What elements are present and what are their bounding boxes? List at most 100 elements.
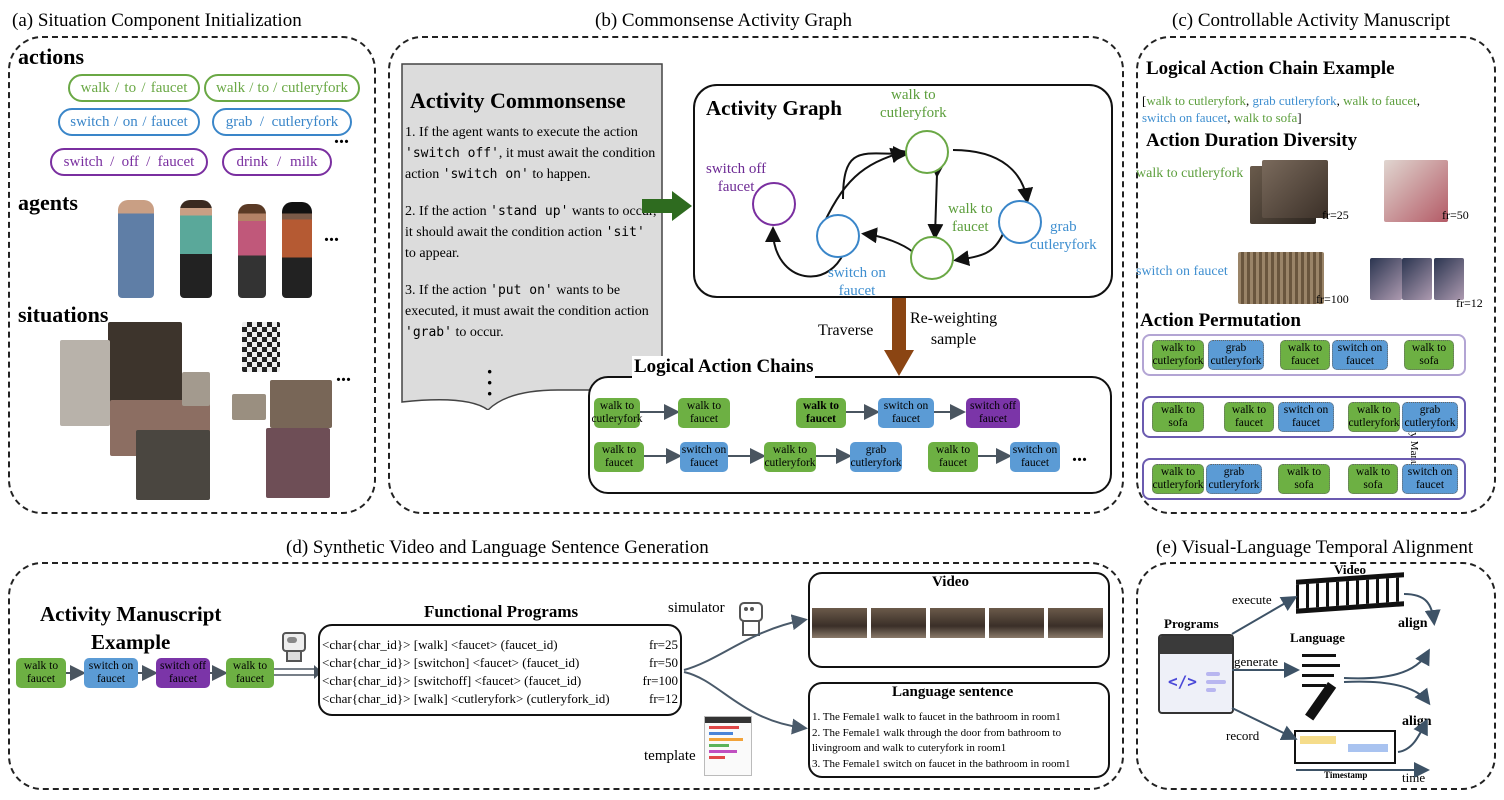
sentence-3: 3. The Female1 switch on faucet in the b… (812, 757, 1071, 770)
functional-programs-box (318, 624, 682, 716)
perm-r2-b1: walk to sofa (1152, 402, 1204, 432)
timeline-icon (1294, 730, 1396, 764)
panel-c-title: (c) Controllable Activity Manuscript (1172, 10, 1451, 31)
panel-d (8, 562, 1124, 790)
perm-r2-b2: walk to faucet (1224, 402, 1274, 432)
fr-label-4: fr=12 (1456, 296, 1483, 310)
program-3-fr: fr=100 (642, 673, 679, 688)
chains-ellipsis: ... (1072, 444, 1087, 466)
program-1-fr: fr=25 (649, 637, 678, 652)
pill-switch-off-faucet: switch/off/faucet (50, 148, 208, 176)
sentences: 1. The Female1 walk to faucet in the bat… (812, 710, 1108, 772)
duration-title: Action Duration Diversity (1146, 130, 1358, 151)
pill-grab-cutleryfork: grab/cutleryfork (212, 108, 352, 136)
pill-walk-to-cutleryfork: walk/to/cutleryfork (204, 74, 360, 102)
perm-r3-b1: walk to cutleryfork (1152, 464, 1204, 494)
perm-r1-b2: grab cutleryfork (1208, 340, 1264, 370)
situations-label: situations (18, 302, 109, 327)
pill-switch-on-faucet: switch/on/faucet (58, 108, 200, 136)
panel-e-title: (e) Visual-Language Temporal Alignment (1156, 537, 1474, 558)
perm-r2-b5: grab cutleryfork (1402, 402, 1458, 432)
label-grab-cutleryfork: grab cutleryfork (1030, 219, 1097, 253)
activity-graph-edges (765, 145, 1034, 278)
green-arrow (642, 191, 692, 221)
execute-label: execute (1232, 592, 1272, 607)
e-language-label: Language (1290, 630, 1345, 645)
record-label: record (1226, 728, 1260, 743)
chain1-box-4: switch on faucet (878, 398, 934, 428)
simulator-robot-icon (734, 596, 764, 636)
situations-ellipsis: ... (336, 364, 351, 386)
chain1-box-5: switch off faucet (966, 398, 1020, 428)
manuscript-box-2: switch on faucet (84, 658, 138, 688)
chain2-box-5: walk to faucet (928, 442, 978, 472)
label-switch-off-faucet: switch off faucet (706, 161, 767, 195)
perm-r1-b1: walk to cutleryfork (1152, 340, 1204, 370)
chain2-box-6: switch on faucet (1010, 442, 1060, 472)
program-2: <char{char_id}> [switchon] <faucet> (fau… (322, 655, 580, 670)
chain1-box-3: walk to faucet (796, 398, 846, 428)
activity-graph-title: Activity Graph (706, 96, 842, 120)
template-label: template (644, 748, 696, 764)
actions-label: actions (18, 44, 84, 69)
chain1-box-1: walk to cutleryfork (591, 398, 643, 428)
node-walk-cutleryfork (905, 130, 949, 174)
agents-label: agents (18, 190, 78, 215)
node-grab-cutleryfork (998, 200, 1042, 244)
perm-title: Action Permutation (1140, 310, 1301, 331)
simulator-label: simulator (668, 600, 725, 616)
manuscript-box-3: switch off faucet (156, 658, 210, 688)
chain2-box-1: walk to faucet (594, 442, 644, 472)
pill-drink-milk: drink/milk (222, 148, 332, 176)
perm-row-1 (1142, 334, 1466, 376)
panel-b (388, 36, 1124, 514)
lac-items: [walk to cutleryfork, grab cutleryfork, … (1142, 93, 1420, 125)
brown-arrow (884, 298, 914, 376)
perm-r1-b3: walk to faucet (1280, 340, 1330, 370)
label-walk-faucet: walk to faucet (948, 201, 993, 235)
chain1-box-2: walk to faucet (678, 398, 730, 428)
node-switch-off-faucet (752, 182, 796, 226)
label-walk-cutleryfork: walk to cutleryfork (880, 87, 947, 121)
node-switch-on-faucet (816, 214, 860, 258)
rule-3: 3. If the action 'put on' wants to be ex… (405, 283, 649, 340)
language-title: Language sentence (892, 684, 1014, 700)
perm-r2-b3: switch on faucet (1278, 402, 1334, 432)
generate-label: generate (1234, 654, 1279, 669)
label-switch-on-faucet: switch on faucet (828, 265, 886, 299)
fp-title: Functional Programs (424, 602, 579, 621)
duration-label-1: walk to cutleryfork (1136, 166, 1244, 181)
program-2-fr: fr=50 (649, 655, 678, 670)
perm-r3-b3: walk to sofa (1278, 464, 1330, 494)
panel-a (8, 36, 376, 514)
fr-label-3: fr=100 (1316, 292, 1349, 306)
commonsense-title: Activity Commonsense (410, 88, 626, 113)
video-title: Video (932, 574, 969, 590)
program-3: <char{char_id}> [switchoff] <faucet> (fa… (322, 673, 582, 688)
node-walk-faucet (910, 236, 954, 280)
sentence-1: 1. The Female1 walk to faucet in the bat… (812, 711, 1061, 723)
reweight-label: Re-weighting sample (910, 310, 998, 348)
text-lines-icon (1302, 654, 1342, 698)
perm-r3-b5: switch on faucet (1402, 464, 1458, 494)
rules-vertical-ellipsis: ··· (486, 359, 494, 406)
panel-d-connectors (683, 614, 808, 735)
action-chains-box (588, 376, 1112, 494)
perm-r3-b2: grab cutleryfork (1206, 464, 1262, 494)
language-box (808, 682, 1110, 778)
chain-arrows (640, 404, 1012, 464)
traverse-label: Traverse (818, 322, 874, 339)
panel-e (1136, 562, 1496, 790)
perm-r1-b4: switch on faucet (1332, 340, 1388, 370)
programs-list: <char{char_id}> [walk] <faucet> (faucet_… (322, 636, 678, 708)
perm-row-3 (1142, 458, 1466, 500)
agents-ellipsis: ... (324, 224, 339, 246)
chain2-box-2: switch on faucet (680, 442, 728, 472)
template-icon (704, 716, 752, 776)
perm-row-2 (1142, 396, 1466, 438)
chain2-box-3: walk to cutleryfork (764, 442, 816, 472)
actions-ellipsis: ... (334, 126, 349, 148)
timestamp-label: Timestamp (1324, 770, 1368, 780)
manuscript-box-1: walk to faucet (16, 658, 66, 688)
panel-d-title: (d) Synthetic Video and Language Sentenc… (286, 537, 709, 558)
